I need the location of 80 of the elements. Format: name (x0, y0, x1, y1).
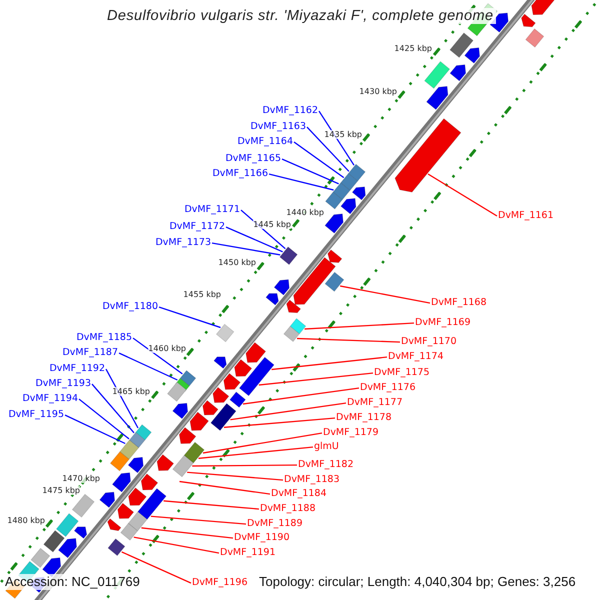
gene-label: DvMF_1176 (360, 382, 416, 393)
genome-info-text: Topology: circular; Length: 4,040,304 bp; Genes: 3,256 (259, 574, 576, 590)
gene-label: DvMF_1188 (260, 503, 316, 514)
gene-label: DvMF_1194 (22, 393, 78, 404)
leader-line (202, 432, 322, 454)
scale-label: 1465 kbp (112, 387, 150, 396)
leader-line (282, 158, 339, 184)
leader-line (272, 356, 388, 370)
scale-label: 1440 kbp (286, 208, 324, 217)
leader-line (306, 126, 350, 172)
leader-line (78, 398, 130, 440)
leader-line (198, 446, 314, 459)
leader-line (304, 322, 414, 330)
gene-label: DvMF_1196 (192, 577, 248, 588)
leader-line (179, 480, 270, 495)
leader-line (428, 173, 498, 217)
gene-label: DvMF_1192 (49, 363, 105, 374)
scale-label: 1430 kbp (359, 87, 397, 96)
gene-label: DvMF_1193 (35, 378, 91, 389)
gene-label: DvMF_1195 (8, 409, 64, 420)
leader-line (212, 242, 280, 256)
leader-line (132, 338, 183, 374)
leader-line (294, 142, 344, 178)
gene-label: DvMF_1173 (155, 237, 211, 248)
gene-label: DvMF_1191 (220, 547, 276, 558)
scale-label: 1450 kbp (218, 258, 256, 267)
gene-label: DvMF_1183 (284, 474, 340, 485)
genome-info-text: Accession: NC_011769 (5, 574, 140, 590)
scale-label: 1445 kbp (253, 220, 291, 229)
leader-line (268, 173, 334, 191)
leader-line (141, 527, 234, 539)
leader-line (258, 372, 374, 386)
gene-label: DvMF_1162 (262, 105, 318, 116)
gene-label: DvMF_1179 (323, 427, 379, 438)
leader-line (150, 516, 246, 525)
scale-label: 1435 kbp (324, 130, 362, 139)
leader-line (121, 551, 192, 584)
leader-line (158, 306, 221, 328)
gene-label: DvMF_1187 (62, 347, 118, 358)
gene-label: DvMF_1177 (347, 397, 403, 408)
gene-label: DvMF_1175 (374, 367, 430, 378)
gene-label: DvMF_1180 (102, 301, 158, 312)
gene-label: DvMF_1185 (76, 332, 132, 343)
gene-label: DvMF_1165 (225, 153, 281, 164)
leader-line (187, 472, 284, 481)
leader-line (230, 402, 346, 420)
gene-label: DvMF_1166 (212, 168, 268, 179)
leader-line (164, 500, 260, 510)
scale-label: 1455 kbp (183, 290, 221, 299)
gene-label: DvMF_1172 (169, 221, 225, 232)
gene-label: DvMF_1190 (234, 532, 290, 543)
scale-label: 1480 kbp (7, 516, 45, 525)
title: Desulfovibrio vulgaris str. 'Miyazaki F', complete genome (104, 8, 496, 24)
gene-label: DvMF_1168 (431, 297, 487, 308)
leader-line (64, 414, 126, 444)
gene-label: DvMF_1182 (298, 459, 354, 470)
gene-label: DvMF_1161 (498, 210, 554, 221)
gene-label: DvMF_1164 (237, 136, 293, 147)
leader-line (296, 338, 400, 343)
leader-line (340, 285, 430, 304)
gene-label: DvMF_1163 (250, 121, 306, 132)
gene-label: DvMF_1189 (247, 518, 303, 529)
leader-line (226, 226, 283, 252)
scale-label: 1475 kbp (42, 486, 80, 495)
scale-label: 1460 kbp (148, 344, 186, 353)
gene-label: glmU (314, 441, 339, 452)
gene-label: DvMF_1170 (401, 336, 457, 347)
gene-label: DvMF_1184 (271, 488, 327, 499)
leader-line (134, 536, 220, 554)
scale-label: 1425 kbp (394, 44, 432, 53)
gene-label: DvMF_1174 (388, 351, 444, 362)
leader-line (192, 464, 297, 467)
leader-line (118, 352, 178, 381)
scale-label: 1470 kbp (62, 474, 100, 483)
gene-label: DvMF_1169 (415, 317, 471, 328)
gene-label: DvMF_1178 (336, 412, 392, 423)
leader-line (92, 384, 134, 434)
gene-label: DvMF_1171 (184, 204, 240, 215)
leader-line (242, 387, 360, 405)
leader-line (224, 417, 336, 428)
